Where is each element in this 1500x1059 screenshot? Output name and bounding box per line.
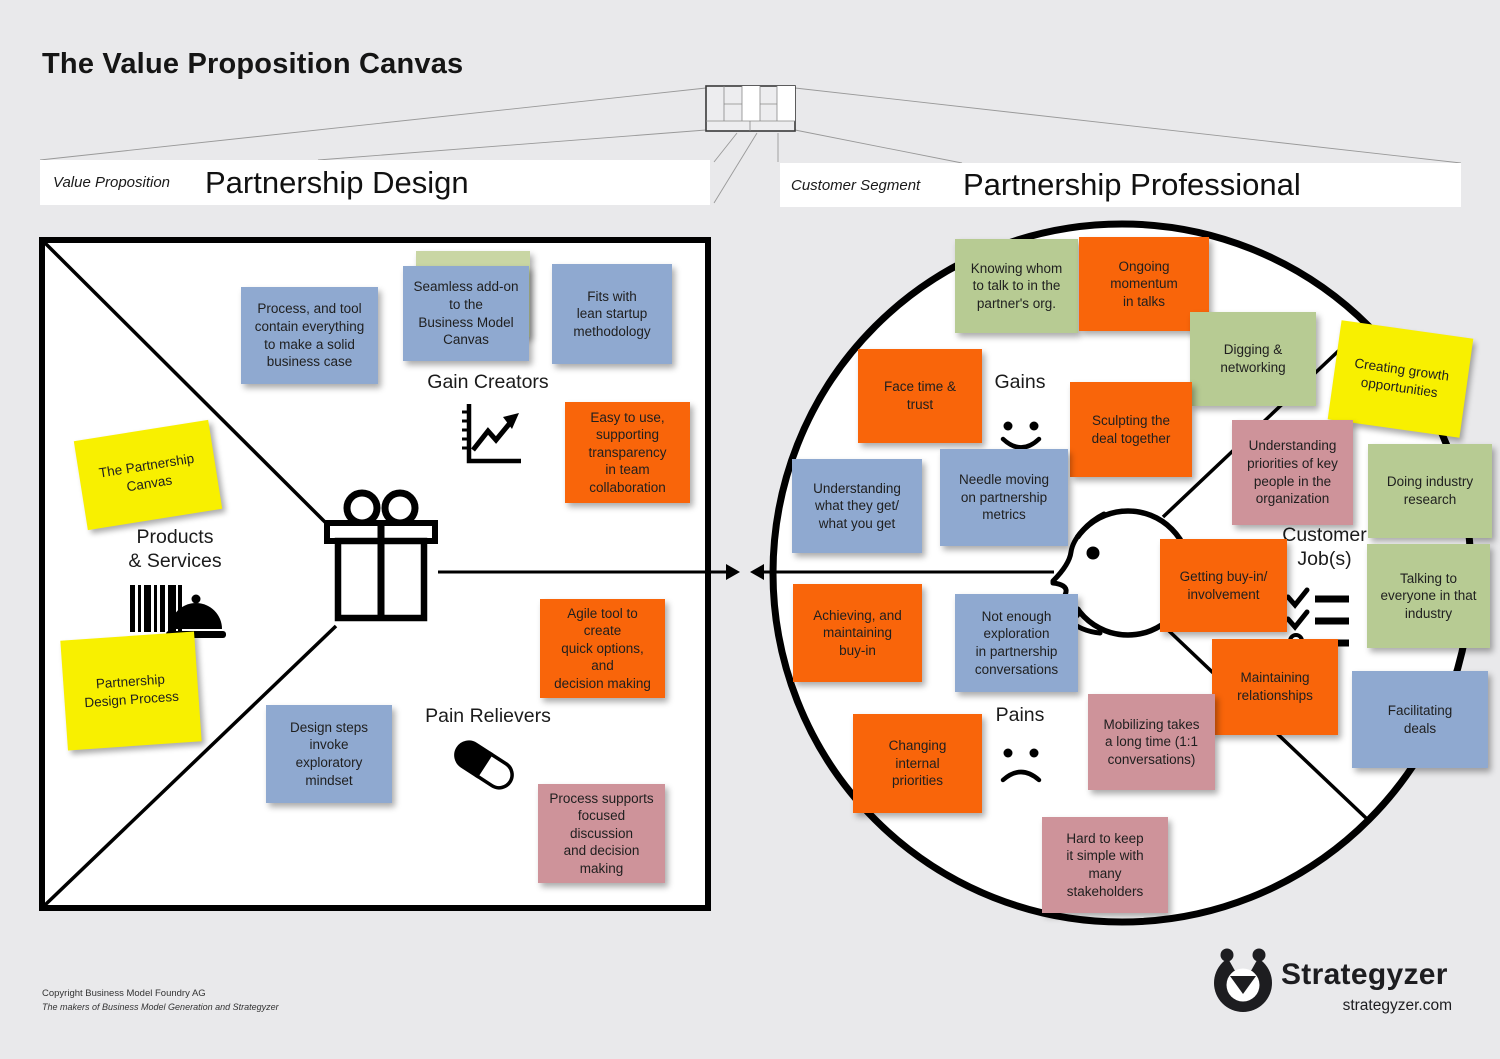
sticky-note[interactable]: Design steps invoke exploratory mindset: [266, 705, 392, 803]
sticky-note[interactable]: Not enough exploration in partnership co…: [955, 594, 1078, 692]
sticky-note[interactable]: Needle moving on partnership metrics: [940, 449, 1068, 546]
gains-label: Gains: [994, 371, 1046, 393]
eye-dot: [1086, 546, 1100, 560]
copyright-line1: Copyright Business Model Foundry AG: [42, 988, 206, 999]
sticky-note[interactable]: Easy to use, supporting transparency in …: [565, 402, 690, 503]
sticky-note[interactable]: Process supports focused discussion and …: [538, 784, 665, 883]
sticky-note[interactable]: Partnership Design Process: [60, 631, 202, 751]
sticky-note[interactable]: Understanding what they get/ what you ge…: [792, 459, 922, 553]
sticky-note[interactable]: Achieving, and maintaining buy-in: [793, 584, 922, 682]
gift-box-icon: [324, 489, 438, 622]
strategyzer-url: strategyzer.com: [1342, 997, 1452, 1014]
customer-jobs-label: Customer Job(s): [1282, 524, 1367, 570]
pains-sadface-icon: [1000, 748, 1042, 783]
fit-arrows: [750, 564, 1054, 580]
sticky-note[interactable]: Mobilizing takes a long time (1:1 conver…: [1088, 694, 1215, 790]
gains-smiley-icon: [1000, 421, 1042, 450]
pain-relievers-label: Pain Relievers: [425, 705, 551, 727]
customer-segment-label: Customer Segment: [791, 176, 921, 194]
sticky-note[interactable]: Digging & networking: [1190, 312, 1316, 406]
strategyzer-logo-icon: [1214, 946, 1272, 1012]
value-proposition-label: Value Proposition: [53, 174, 171, 191]
copyright-line2: The makers of Business Model Generation …: [42, 1002, 279, 1012]
sticky-note[interactable]: Face time & trust: [858, 349, 982, 443]
sticky-note[interactable]: Sculpting the deal together: [1070, 382, 1192, 477]
sticky-note[interactable]: Hard to keep it simple with many stakeho…: [1042, 817, 1168, 913]
value-proposition-name: Partnership Design: [205, 164, 469, 200]
sticky-note[interactable]: Ongoing momentum in talks: [1079, 237, 1209, 331]
sticky-note[interactable]: Getting buy-in/ involvement: [1160, 539, 1287, 632]
pain-relievers-pill-icon: [454, 740, 514, 790]
sticky-note[interactable]: Fits with lean startup methodology: [552, 264, 672, 364]
sticky-note[interactable]: Talking to everyone in that industry: [1367, 544, 1490, 648]
sticky-note[interactable]: Maintaining relationships: [1212, 639, 1338, 735]
gain-creators-label: Gain Creators: [427, 371, 549, 393]
sticky-note[interactable]: Changing internal priorities: [853, 714, 982, 813]
sticky-note[interactable]: Knowing whom to talk to in the partner's…: [955, 239, 1078, 333]
value-proposition-header: Value Proposition Partnership Design: [40, 160, 710, 205]
pains-label: Pains: [995, 704, 1045, 726]
sticky-note[interactable]: Doing industry research: [1368, 444, 1492, 538]
arrow-right-icon: [726, 564, 740, 580]
sticky-note[interactable]: Facilitating deals: [1352, 671, 1488, 768]
arrow-left-icon: [750, 564, 764, 580]
sticky-note[interactable]: Agile tool to create quick options, and …: [540, 599, 665, 698]
customer-segment-header: Customer Segment Partnership Professiona…: [780, 163, 1461, 207]
sticky-note[interactable]: Process, and tool contain everything to …: [241, 287, 378, 384]
business-model-canvas-mini-icon: [39, 85, 1462, 204]
customer-segment-name: Partnership Professional: [963, 167, 1301, 202]
products-services-label: Products & Services: [128, 526, 222, 572]
strategyzer-wordmark: Strategyzer: [1281, 958, 1448, 991]
sticky-note[interactable]: Understanding priorities of key people i…: [1232, 420, 1353, 525]
poster-title: The Value Proposition Canvas: [42, 48, 464, 80]
sticky-note[interactable]: Seamless add-on to the Business Model Ca…: [403, 266, 529, 361]
gain-creators-chart-icon: [462, 404, 521, 464]
